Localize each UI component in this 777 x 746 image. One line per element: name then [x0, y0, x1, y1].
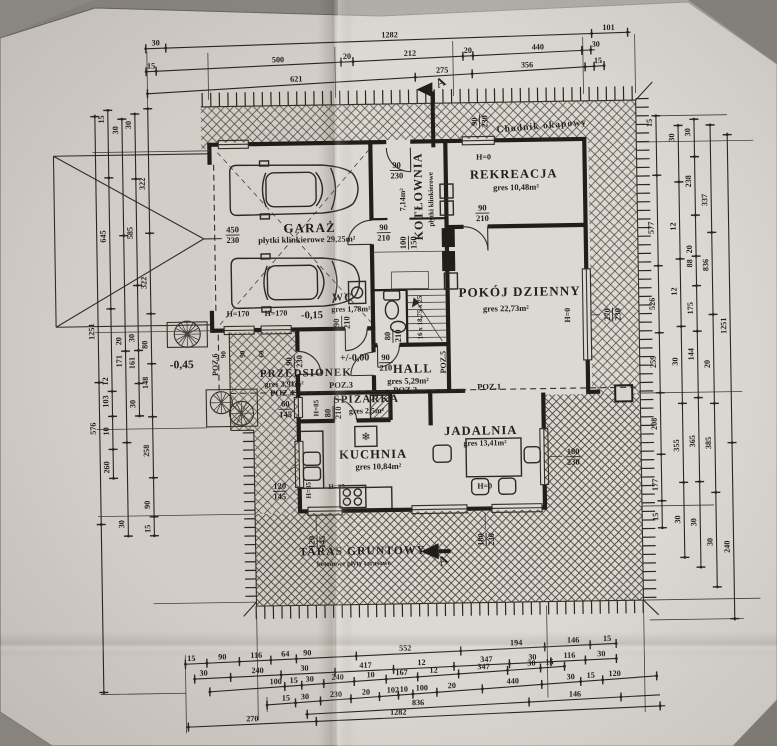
corner-top-left	[0, 0, 95, 38]
corner-bottom-right	[733, 700, 777, 746]
corner-top-right	[688, 0, 777, 64]
corner-bottom-left	[0, 712, 52, 746]
